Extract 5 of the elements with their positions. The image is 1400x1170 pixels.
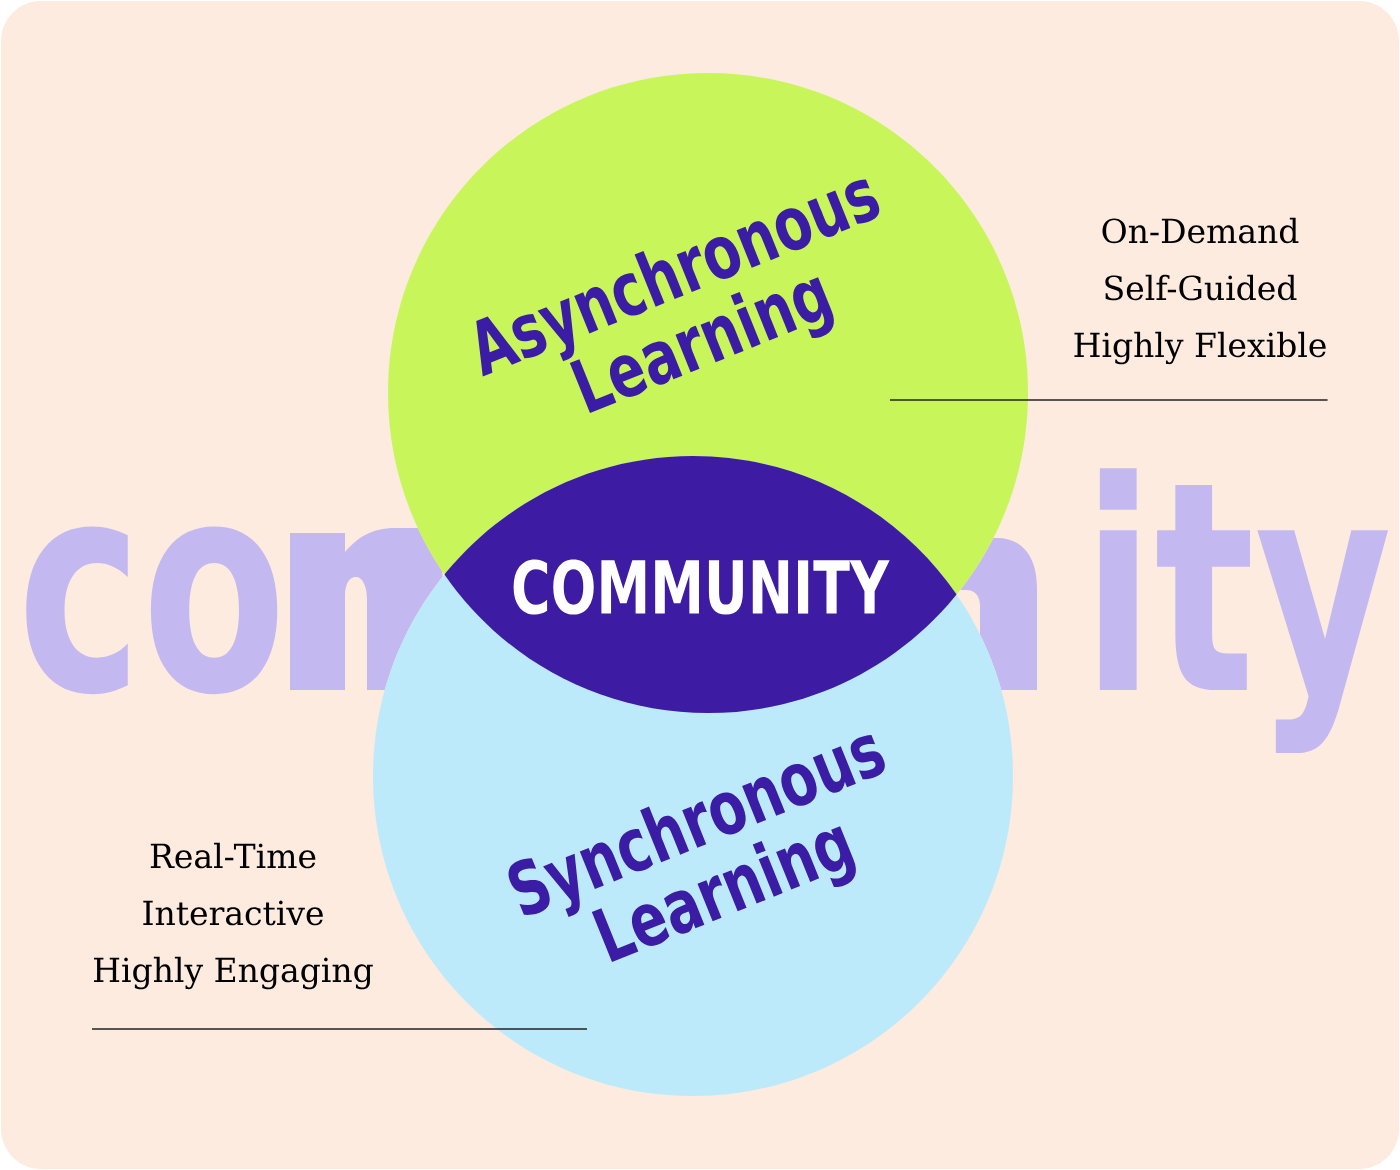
leader-line [889, 399, 1329, 401]
leader-line [91, 1028, 588, 1030]
feature-list: On-Demand Self-Guided Highly Flexible [1074, 217, 1326, 365]
feature-list: Real-Time Interactive Highly Engaging [94, 842, 373, 990]
overlap-lens: COMMUNITY [513, 559, 890, 615]
